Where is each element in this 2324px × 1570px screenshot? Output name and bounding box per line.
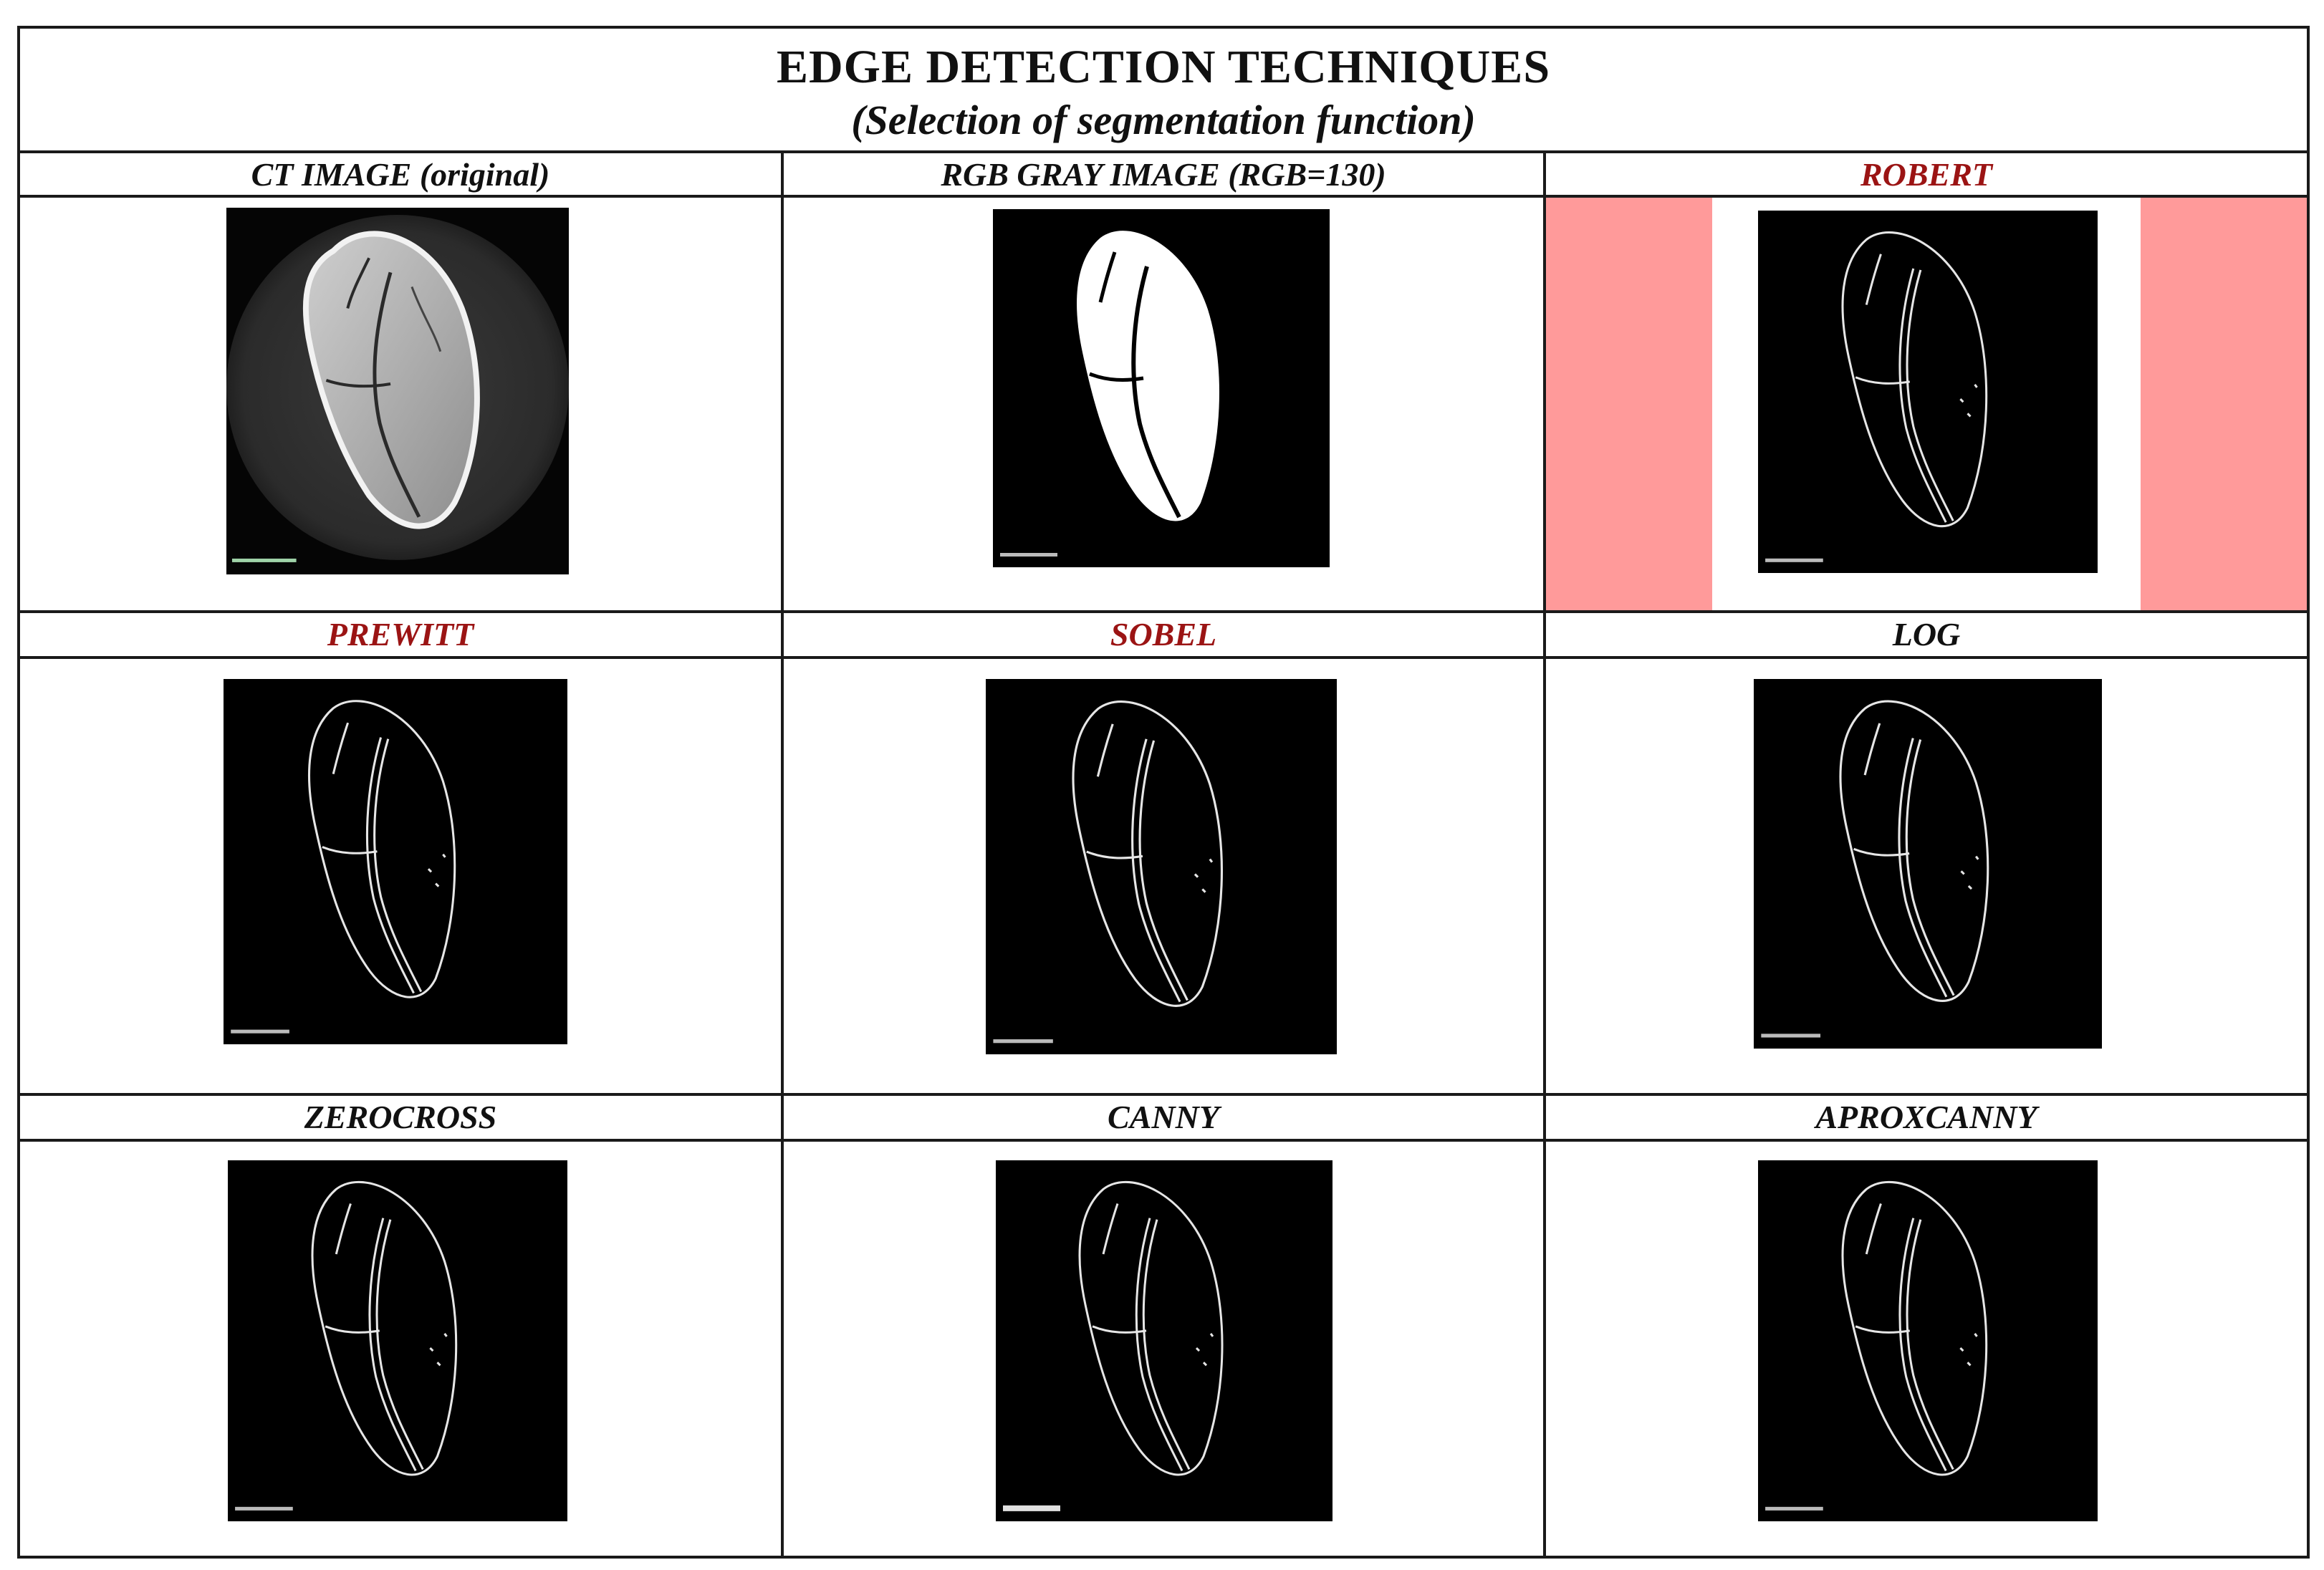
rgb-gray-image (993, 209, 1330, 567)
row1-label-divider (20, 195, 2307, 198)
highlight-band-right (2141, 198, 2307, 610)
row-divider-1 (20, 610, 2307, 613)
highlight-band-left (1546, 198, 1712, 610)
column-divider-2 (1543, 150, 1546, 1556)
canny-edge-image (996, 1160, 1333, 1521)
figure-subtitle: (Selection of segmentation function) (851, 97, 1476, 143)
sobel-edge-image (986, 679, 1337, 1054)
aproxcanny-edge-image (1758, 1160, 2098, 1521)
row3-label-divider (20, 1139, 2307, 1142)
prewitt-edge-image (224, 679, 567, 1044)
cell-label-sobel: SOBEL (1110, 616, 1217, 652)
row2-label-divider (20, 656, 2307, 659)
cell-label-prewitt: PREWITT (327, 616, 474, 652)
column-divider-1 (781, 150, 784, 1556)
cell-label-robert: ROBERT (1860, 156, 1993, 193)
zerocross-edge-image (228, 1160, 567, 1521)
figure-table: EDGE DETECTION TECHNIQUES (Selection of … (17, 26, 2310, 1559)
cell-label-zerocross: ZEROCROSS (304, 1099, 497, 1135)
log-edge-image (1754, 679, 2102, 1049)
row-divider-2 (20, 1093, 2307, 1096)
robert-edge-image (1758, 211, 2098, 573)
cell-label-log: LOG (1892, 616, 1961, 652)
cell-label-canny: CANNY (1108, 1099, 1219, 1135)
cell-label-ct-image: CT IMAGE (original) (251, 156, 550, 193)
cell-label-aproxcanny: APROXCANNY (1815, 1099, 2037, 1135)
title-block: EDGE DETECTION TECHNIQUES (Selection of … (20, 29, 2307, 153)
cell-label-rgb-gray: RGB GRAY IMAGE (RGB=130) (941, 156, 1386, 193)
ct-original-image (226, 208, 569, 574)
figure-title: EDGE DETECTION TECHNIQUES (776, 41, 1551, 93)
